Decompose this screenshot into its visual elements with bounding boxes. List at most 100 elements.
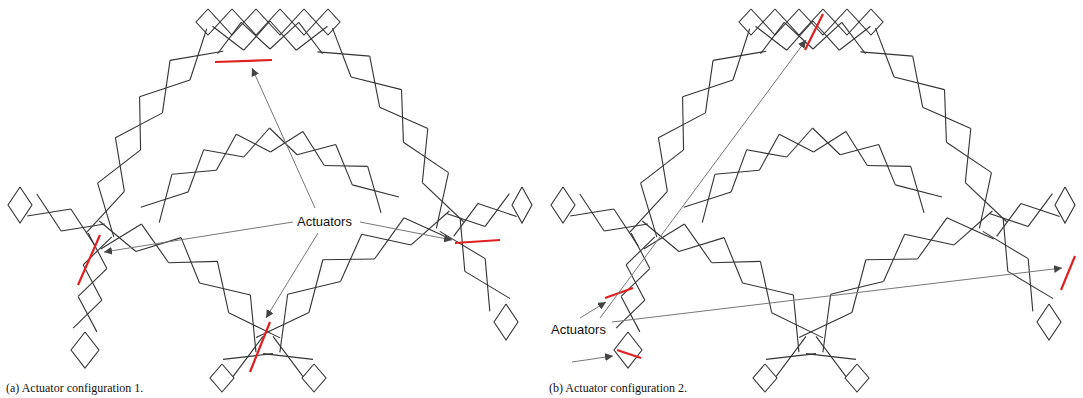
linkage-bar: [446, 214, 485, 227]
linkage-bar: [835, 9, 859, 35]
linkage-bar: [913, 56, 923, 107]
actuator: [805, 14, 823, 50]
linkage-bar: [460, 219, 465, 272]
linkage-bar: [8, 187, 32, 223]
figure-caption-holder: (b) Actuator configuration 2.: [547, 378, 689, 396]
linkage-bar: [115, 113, 162, 138]
linkage-bar: [140, 80, 190, 97]
linkage-bar: [787, 9, 811, 35]
linkage-bar: [761, 22, 785, 53]
leader-arrow: [612, 268, 1062, 322]
linkage-bar: [411, 211, 449, 245]
linkage-bar: [368, 166, 381, 213]
linkage-bar: [965, 129, 970, 183]
linkage-bar: [404, 218, 451, 239]
linkage-bar: [875, 28, 894, 77]
linkage-bar: [212, 26, 243, 50]
linkage-bar: [512, 187, 532, 223]
linkage-bar: [905, 234, 954, 245]
linkage-bar: [316, 9, 340, 35]
linkage-bar: [658, 113, 705, 138]
linkage-bar: [658, 138, 667, 192]
linkage-bar: [268, 9, 292, 35]
linkage-bar: [318, 52, 370, 56]
actuator: [78, 235, 100, 285]
figure-caption: (a) Actuator configuration 1.: [4, 381, 145, 395]
linkage-bar: [478, 204, 517, 217]
linkage-bar: [580, 194, 604, 231]
actuator-label-holder: Actuators: [549, 320, 608, 338]
leader-arrow: [104, 222, 293, 252]
linkage-bar: [362, 234, 411, 245]
linkage-bar: [965, 183, 1006, 222]
linkage-bar: [303, 131, 324, 165]
linkage-bar: [324, 165, 367, 167]
linkage-bar: [494, 304, 518, 340]
linkage-bar: [292, 9, 316, 35]
linkage-bar: [341, 234, 362, 281]
linkage-bar: [731, 150, 747, 192]
linkage-bar: [684, 192, 731, 207]
linkage-bar: [188, 150, 204, 192]
linkage-bar: [766, 354, 816, 360]
leader-arrow: [600, 40, 806, 318]
actuator: [250, 322, 270, 372]
linkage-bar: [98, 150, 141, 183]
linkage-bar: [712, 261, 761, 262]
actuator-label: Actuators: [549, 322, 608, 337]
linkage-bar: [799, 313, 852, 338]
actuator-label: Actuators: [295, 214, 354, 229]
linkage-bar: [323, 258, 375, 260]
linkage-bar: [1028, 259, 1033, 312]
linkage-bar: [763, 9, 787, 35]
linkage-bar: [485, 259, 490, 312]
linkage-bar: [702, 174, 715, 222]
leader-arrow: [360, 222, 452, 240]
linkage-bar: [223, 354, 273, 360]
linkage-bar: [115, 138, 124, 192]
linkage-bar: [760, 261, 771, 312]
linkage-bar: [256, 313, 309, 338]
leader-arrow: [572, 356, 613, 362]
leader-arrow: [252, 68, 315, 208]
linkage-bar: [979, 173, 991, 229]
linkage-bar: [641, 183, 657, 237]
figure-caption: (b) Actuator configuration 2.: [547, 381, 689, 395]
linkage-bar: [159, 174, 172, 222]
linkage-bar: [244, 128, 270, 157]
linkage-bar: [989, 214, 1028, 227]
actuator: [617, 350, 641, 358]
figure-caption-holder: (a) Actuator configuration 1.: [4, 378, 145, 396]
linkage-bar: [73, 300, 102, 328]
linkage-bar: [713, 51, 766, 60]
linkage-bar: [861, 52, 913, 56]
linkage-bar: [98, 183, 114, 237]
linkage-bar: [270, 21, 296, 50]
linkage-bar: [779, 134, 813, 152]
linkage-bar: [1021, 204, 1060, 217]
linkage-bar: [621, 269, 650, 297]
linkage-bar: [787, 128, 813, 157]
linkage-bar: [859, 9, 883, 35]
linkage-bar: [923, 107, 971, 128]
linkage-bar: [884, 234, 905, 281]
linkage-bar: [244, 9, 268, 35]
leader-arrow: [266, 233, 318, 318]
linkage-bar: [172, 170, 216, 174]
linkage-bar: [683, 97, 684, 150]
linkage-bar: [551, 187, 575, 223]
linkage-bar: [683, 80, 733, 97]
linkage-bar: [845, 364, 869, 392]
linkage-bar: [217, 261, 228, 312]
linkage-bar: [196, 9, 220, 35]
linkage-bar: [616, 300, 645, 328]
linkage-bar: [241, 22, 270, 49]
linkage-bar: [813, 128, 841, 155]
linkage-bar: [947, 218, 994, 239]
linkage-structure: [8, 9, 532, 392]
linkage-bar: [270, 128, 298, 155]
linkage-bar: [169, 261, 218, 262]
actuator: [1061, 256, 1075, 290]
linkage-bar: [302, 364, 326, 392]
linkage-bar: [724, 238, 742, 283]
